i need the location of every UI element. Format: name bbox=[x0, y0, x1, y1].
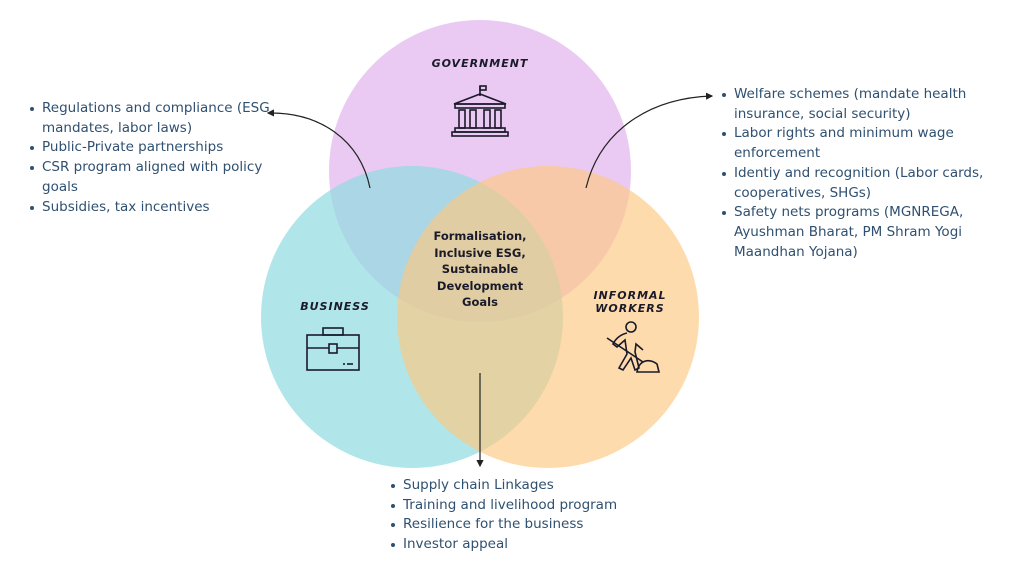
informal-workers-label-line1: INFORMAL bbox=[593, 289, 667, 302]
list-item: Public-Private partnerships bbox=[30, 138, 282, 158]
arrow-government-business bbox=[266, 109, 371, 189]
business-label: BUSINESS bbox=[300, 300, 370, 313]
center-overlap-text: Formalisation, Inclusive ESG, Sustainabl… bbox=[420, 228, 540, 311]
arrow-government-workers bbox=[585, 92, 714, 189]
list-item: Investor appeal bbox=[391, 535, 703, 555]
list-item: CSR program aligned with policy goals bbox=[30, 158, 282, 197]
government-label: GOVERNMENT bbox=[431, 57, 529, 70]
government-business-list: Regulations and compliance (ESG mandates… bbox=[29, 99, 282, 217]
list-item: Identiy and recognition (Labor cards, co… bbox=[722, 164, 1024, 203]
government-workers-list: Welfare schemes (mandate health insuranc… bbox=[721, 85, 1024, 262]
government-building-icon bbox=[451, 85, 509, 137]
list-item: Regulations and compliance (ESG mandates… bbox=[30, 99, 282, 138]
center-line: Inclusive ESG, bbox=[434, 245, 526, 260]
center-line: Development bbox=[436, 278, 524, 293]
list-item: Safety nets programs (MGNREGA, Ayushman … bbox=[722, 203, 1024, 262]
informal-workers-label: INFORMAL WORKERS bbox=[570, 289, 690, 315]
list-item: Supply chain Linkages bbox=[391, 476, 703, 496]
informal-workers-circle bbox=[397, 166, 699, 468]
list-item: Resilience for the business bbox=[391, 515, 703, 535]
center-line: Formalisation, bbox=[433, 229, 527, 243]
worker-digging-icon bbox=[606, 321, 661, 373]
briefcase-icon bbox=[306, 327, 360, 371]
list-item: Training and livelihood program bbox=[391, 496, 703, 516]
list-item: Subsidies, tax incentives bbox=[30, 198, 282, 218]
list-item: Welfare schemes (mandate health insuranc… bbox=[722, 85, 1024, 124]
list-item: Labor rights and minimum wage enforcemen… bbox=[722, 124, 1024, 163]
center-line: Sustainable bbox=[441, 262, 519, 276]
center-line: Goals bbox=[462, 295, 498, 309]
informal-workers-label-line2: WORKERS bbox=[595, 302, 665, 315]
business-workers-list: Supply chain Linkages Training and livel… bbox=[390, 476, 703, 555]
